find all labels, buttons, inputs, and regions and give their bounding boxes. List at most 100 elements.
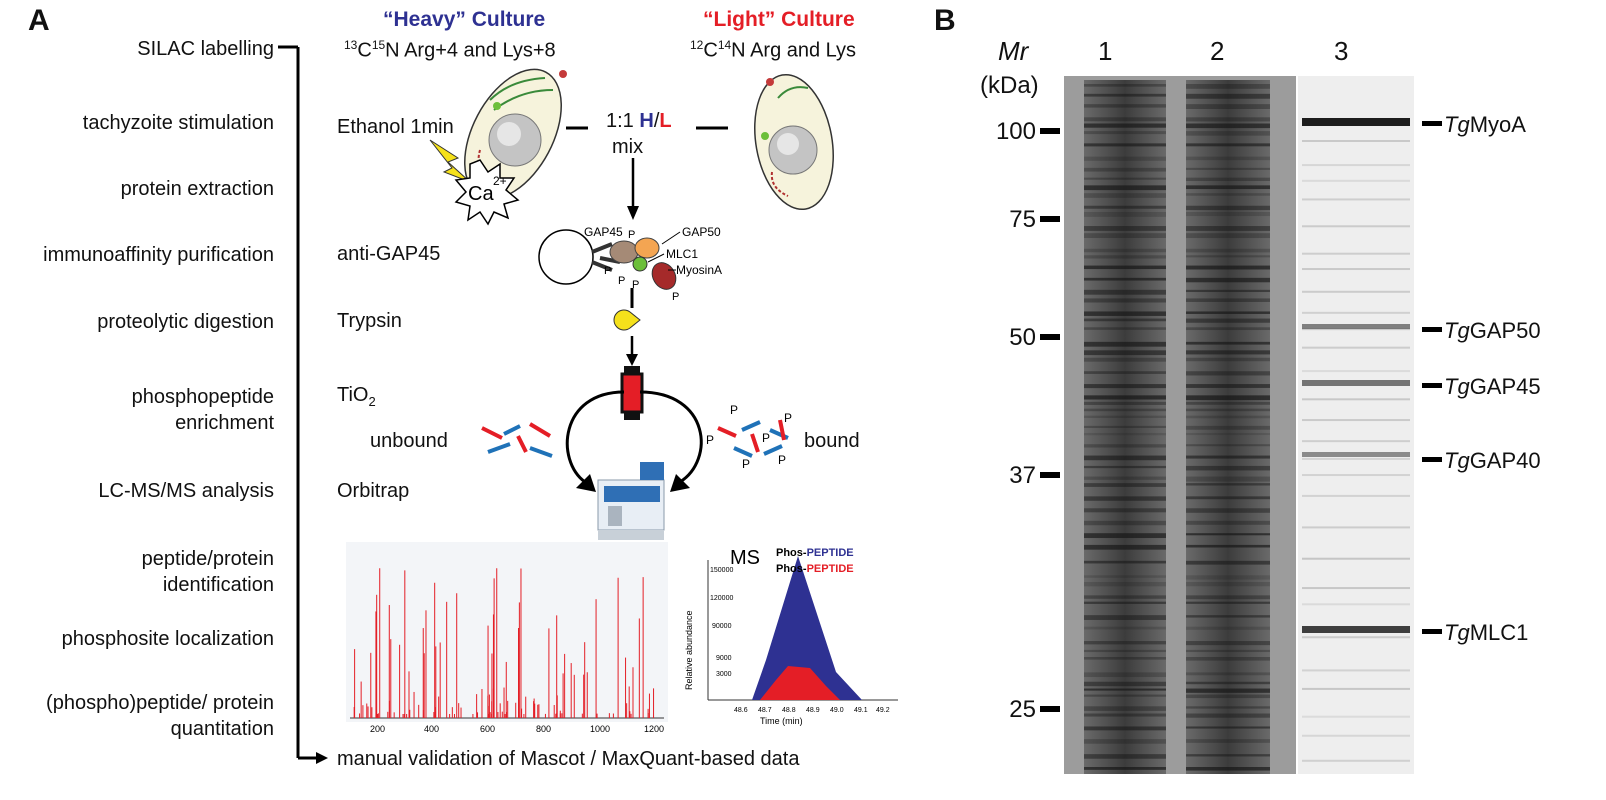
ms-legend-light: Phos-PEPTIDE: [776, 563, 854, 575]
gel-band: [1186, 357, 1270, 362]
gel-band: [1084, 672, 1166, 678]
workflow-bracket: [278, 45, 328, 764]
gel-band: [1186, 143, 1270, 147]
step-phosphopeptide: phosphopeptide: [131, 386, 274, 408]
gel-band: [1186, 425, 1270, 430]
gel-band: [1084, 444, 1166, 448]
final-validation-label: manual validation of Mascot / MaxQuant-b…: [337, 748, 800, 770]
gel-band: [1084, 520, 1166, 526]
gel-band: [1084, 739, 1166, 744]
ms-xtick: 48.7: [758, 707, 772, 714]
ms-ytick: 150000: [710, 567, 733, 574]
gel-band: [1186, 739, 1270, 743]
step-protein-extraction: protein extraction: [120, 178, 274, 200]
step-peptide-protein: peptide/protein: [141, 548, 274, 570]
gel-band: [1084, 177, 1166, 180]
gel-band: [1084, 595, 1166, 599]
ms-xtick: 48.9: [806, 707, 820, 714]
myosina-label: MyosinA: [676, 263, 722, 277]
mix-ratio-label: 1:1 H/L: [606, 110, 672, 132]
gel-band: [1302, 328, 1410, 331]
p-label: P: [628, 229, 635, 241]
gel-band: [1186, 767, 1270, 771]
gel-band: [1186, 371, 1270, 376]
gel-band: [1084, 415, 1166, 418]
gel-band: [1084, 226, 1166, 231]
orbitrap-instrument-icon: [597, 462, 665, 540]
step-phosphosite-localization: phosphosite localization: [61, 628, 274, 650]
gel-band: [1302, 370, 1410, 373]
gel-band: [1084, 508, 1166, 513]
gel-band: [1302, 474, 1410, 477]
p-label: P: [784, 411, 792, 425]
band-tick: [1422, 383, 1442, 388]
gel-band: [1186, 672, 1270, 676]
step-immunoaffinity-purification: immunoaffinity purification: [43, 244, 274, 266]
gel-band: [1084, 212, 1166, 217]
gel-band: [1302, 669, 1410, 672]
band-label-gap50: TgGAP50: [1444, 318, 1541, 343]
gel-band: [1084, 131, 1166, 135]
gel-band: [1186, 131, 1270, 136]
light-peak-area: [760, 666, 840, 700]
msms-tick: 1200: [644, 724, 664, 734]
gel-band: [1084, 681, 1166, 687]
band-tick: [1422, 327, 1442, 332]
step-proteolytic-digestion: proteolytic digestion: [97, 311, 274, 333]
gel-band: [1186, 595, 1270, 600]
gel-band: [1084, 533, 1166, 539]
gel-band: [1302, 268, 1410, 271]
gel-band: [1084, 713, 1166, 717]
gel-band: [1084, 726, 1166, 731]
ms-legend-heavy: Phos-PEPTIDE: [776, 547, 854, 559]
lane-label-3: 3: [1334, 36, 1349, 66]
gel-band: [1186, 476, 1270, 482]
gel-band: [1186, 544, 1270, 548]
marker-tick: [1040, 216, 1060, 222]
gel-band: [1084, 408, 1166, 412]
tio2-column-icon: [620, 366, 644, 420]
calcium-label: Ca: [468, 183, 494, 205]
calcium-burst-icon: [454, 159, 520, 226]
step-silac-labelling: SILAC labelling: [137, 38, 274, 60]
p-label: P: [706, 433, 714, 447]
ms-xtick: 49.2: [876, 707, 890, 714]
panel-a-letter: A: [28, 4, 50, 37]
bound-peptides: [717, 419, 789, 458]
gel-band: [1084, 248, 1166, 253]
gel-band: [1084, 483, 1166, 487]
calcium-charge: 2+: [493, 174, 507, 188]
heavy-culture-title: “Heavy” Culture: [383, 8, 546, 31]
gel-band: [1084, 401, 1166, 405]
gel-band: [1084, 357, 1166, 362]
gel-band: [1302, 494, 1410, 497]
gel-band: [1186, 560, 1270, 565]
light-isotope-label: 12C14N Arg and Lys: [690, 38, 857, 62]
gel-band: [1084, 298, 1166, 303]
gel-band: [1084, 657, 1166, 660]
gel-band: [1302, 198, 1410, 201]
gel-band: [1302, 164, 1410, 167]
gel-band: [1302, 311, 1410, 314]
gel-band: [1084, 205, 1166, 209]
gel-band: [1186, 726, 1270, 729]
gel-band: [1084, 167, 1166, 172]
gel-band: [1302, 626, 1410, 633]
gel-band: [1186, 706, 1270, 709]
step-tachyzoite-stimulation: tachyzoite stimulation: [82, 112, 274, 134]
msms-spectrum: [346, 542, 668, 722]
bead-icon: [538, 229, 594, 285]
msms-tick: 600: [480, 724, 495, 734]
gel-band: [1186, 212, 1270, 217]
band-label-mlc1: TgMLC1: [1444, 620, 1529, 645]
p-label: P: [672, 291, 679, 303]
gel-band: [1302, 557, 1410, 560]
gel-band: [1302, 759, 1410, 762]
unbound-peptides: [481, 422, 553, 458]
lane-label-1: 1: [1098, 36, 1113, 66]
gel-band: [1084, 688, 1166, 691]
gel-band: [1302, 687, 1410, 690]
gel-band: [1084, 185, 1166, 191]
gel-band: [1084, 318, 1166, 322]
gel-band: [1302, 452, 1410, 457]
